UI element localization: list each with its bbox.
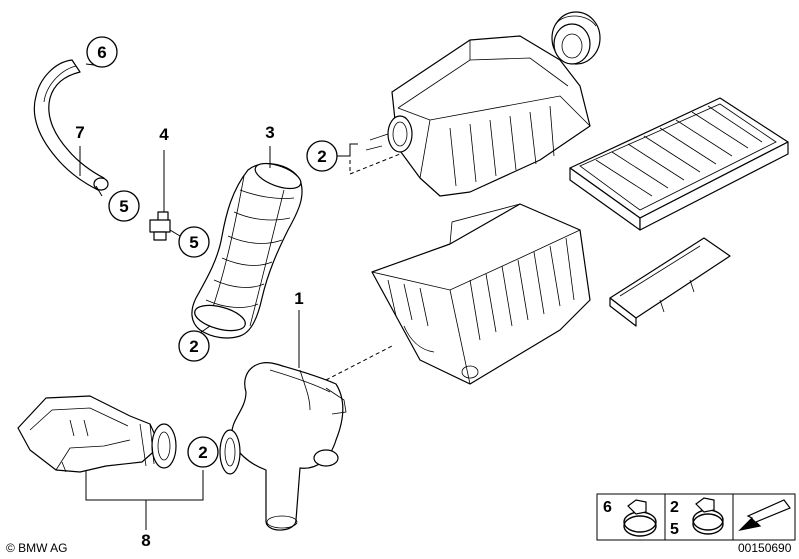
callout-3-label: 3 [265,123,274,142]
hose-clamp-icon [623,499,657,537]
callout-6: 6 [86,36,118,68]
callout-5-label: 5 [119,197,128,216]
air-filter-housing-lower [371,203,591,385]
callout-2-duct: 2 [187,436,219,468]
callout-2-label: 2 [198,443,207,462]
valve-part [149,211,171,241]
callout-1-label: 1 [294,289,303,308]
air-filter-element [569,97,789,231]
intake-duct-part [17,395,177,473]
callout-5-label: 5 [189,233,198,252]
copyright-label: © BMW AG [6,541,68,555]
callout-5-valve: 5 [178,226,210,258]
hose-clamp-icon [692,497,724,535]
intake-hose-part [191,162,303,339]
legend-hose-clamp-box: 6 [596,493,666,541]
legend-number: 6 [603,499,612,516]
air-filter-housing-lid [365,35,591,197]
arrow-icon [738,499,791,531]
callout-2-label: 2 [189,337,198,356]
callout-2-hose-top: 2 [306,140,338,172]
callout-4-label: 4 [159,125,169,144]
callout-5-hose: 5 [108,190,140,222]
intake-snorkel-part [219,362,347,531]
cover-part [609,237,731,327]
callout-6-label: 6 [97,43,106,62]
callout-2-hose-bottom: 2 [178,330,210,362]
legend-number: 2 [670,499,679,516]
callout-7-label: 7 [75,123,84,142]
callout-2-label: 2 [317,147,326,166]
legend-reference-box [732,493,796,541]
legend-number: 5 [670,521,679,538]
vent-hose-part [33,59,109,191]
legend-hose-clamp-box-2: 2 5 [664,493,734,541]
grommet-part [551,11,601,65]
callout-8-label: 8 [141,531,150,550]
diagram-id-label: 00150690 [738,541,792,555]
